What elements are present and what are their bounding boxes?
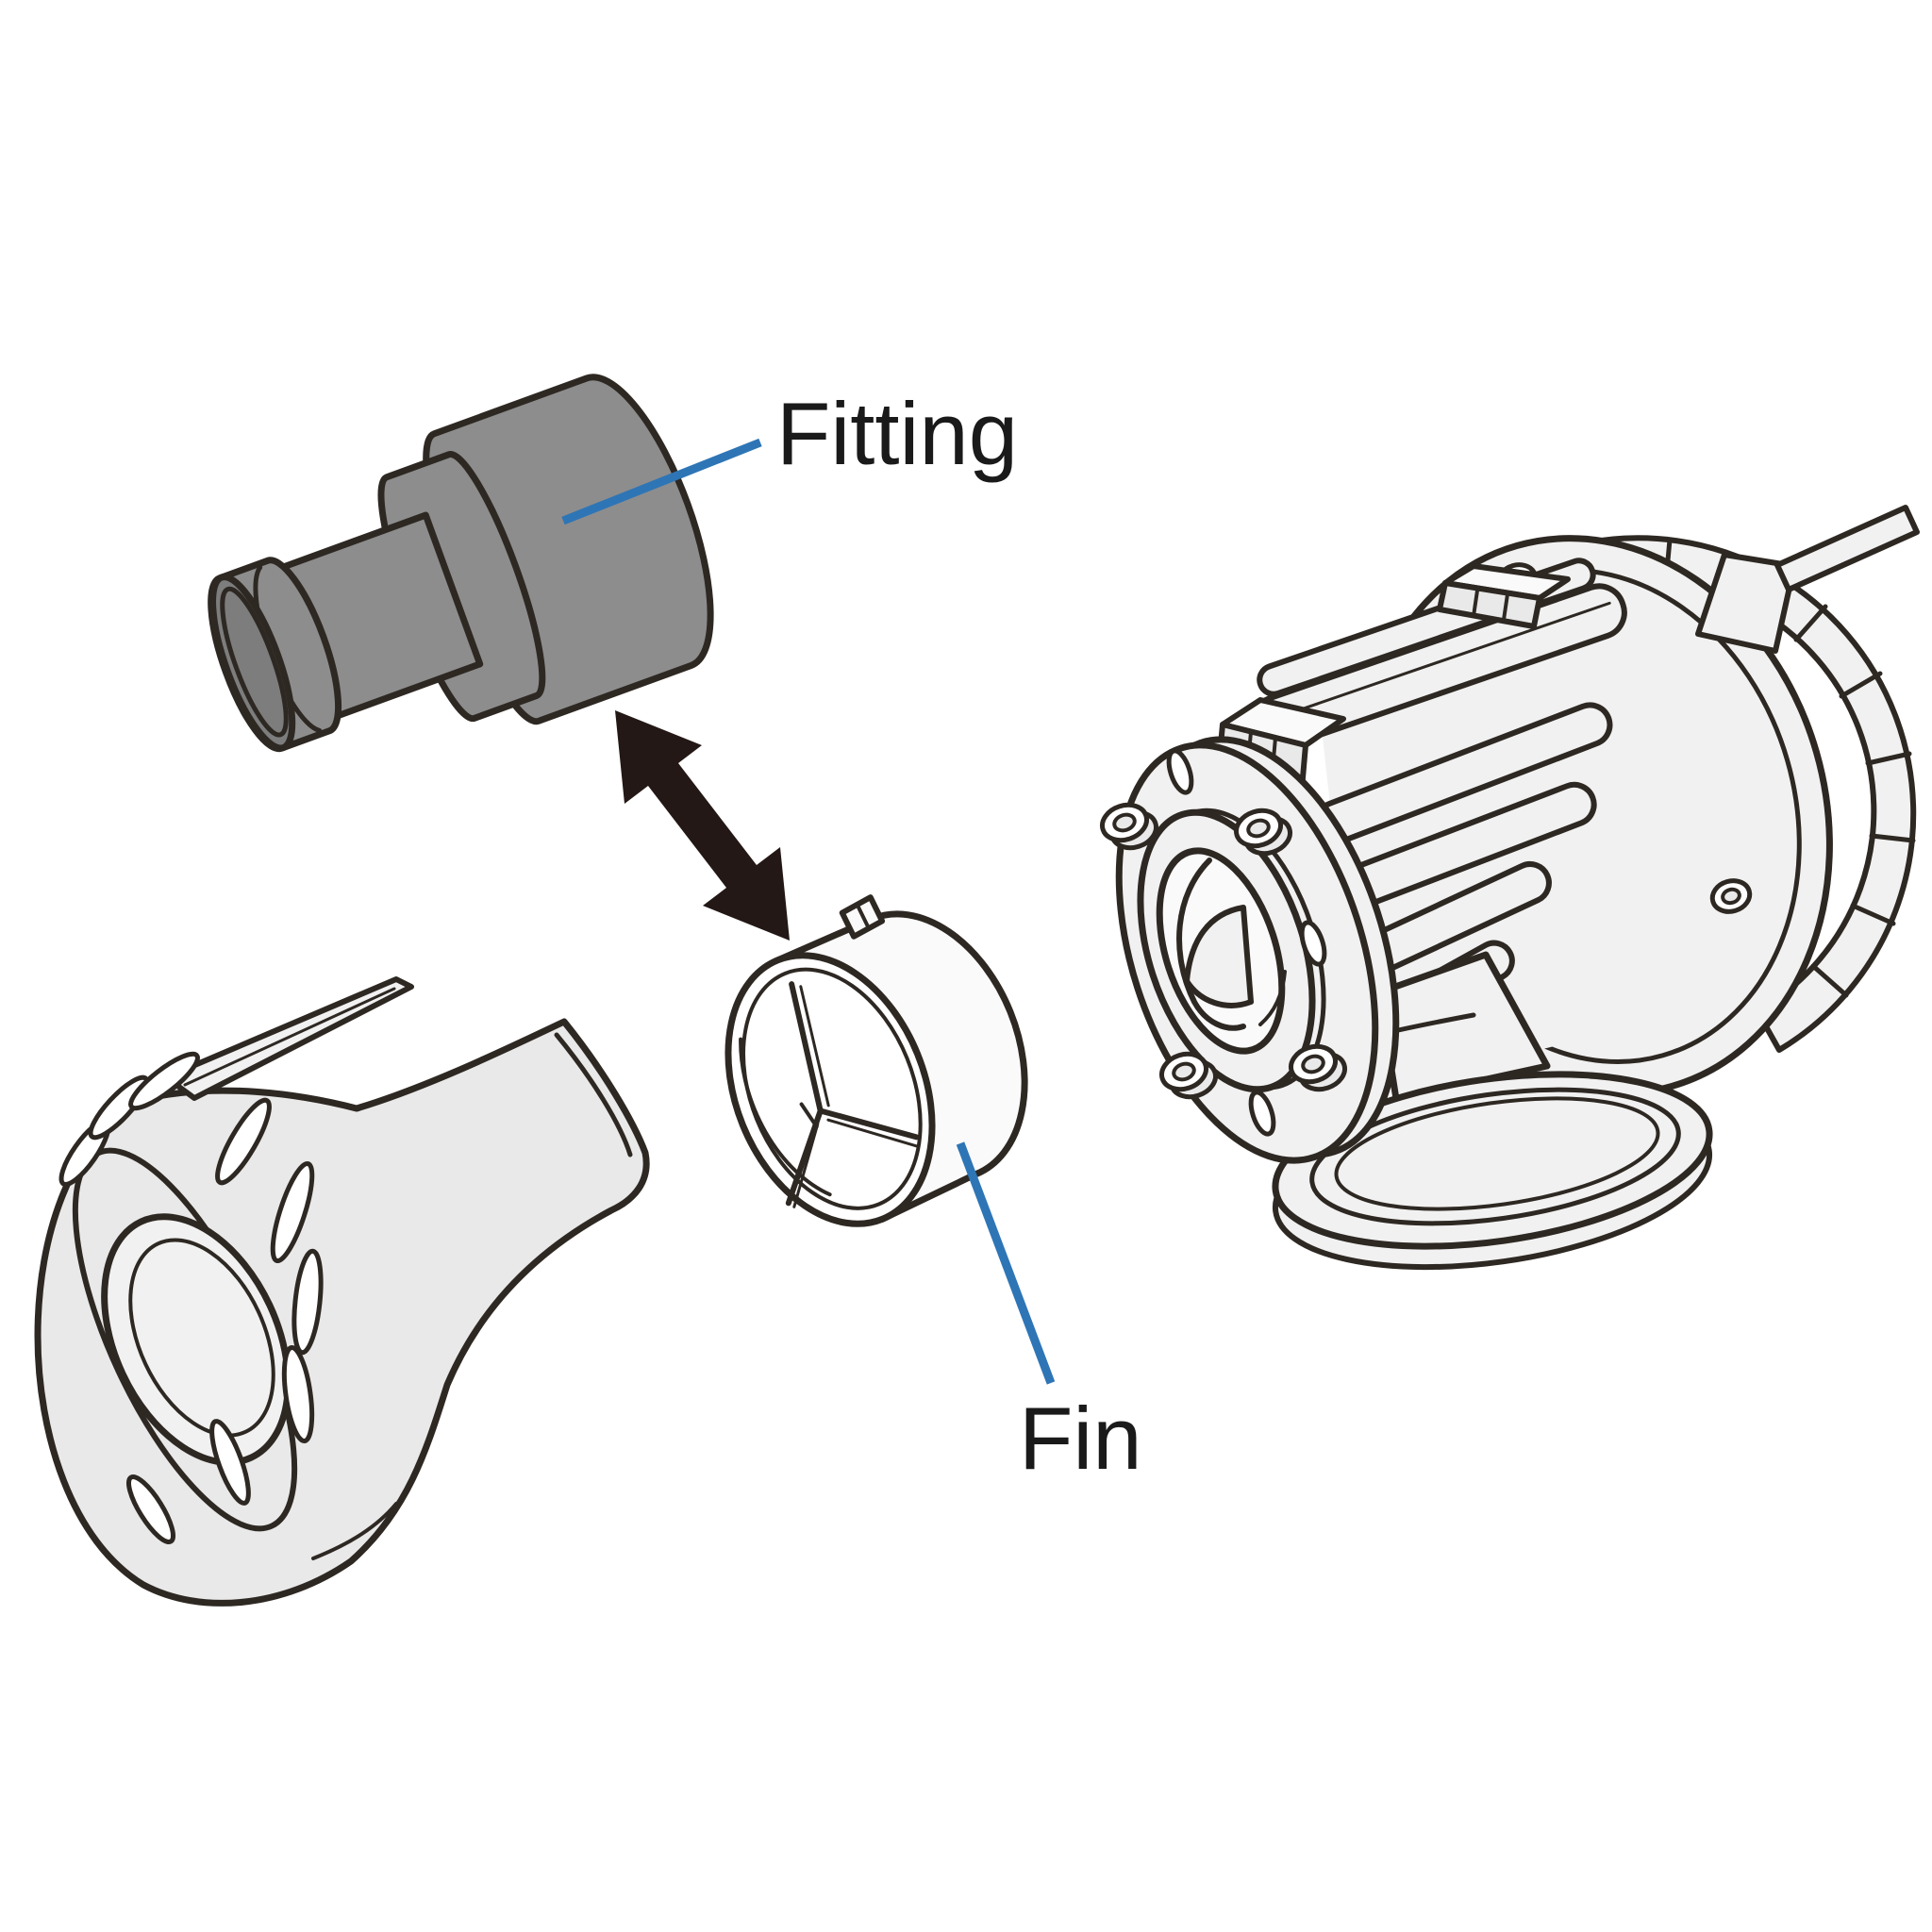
- valve-body-part: [1100, 505, 1920, 1271]
- valve-rod: [1774, 505, 1920, 592]
- fin-part: [724, 894, 1028, 1227]
- fin-leader-line: [956, 1141, 1056, 1385]
- silencer-part: [34, 976, 650, 1607]
- silencer-body: [34, 1018, 650, 1607]
- swap-double-arrow-icon: [615, 710, 790, 941]
- valve-flange-bolts: [1100, 802, 1347, 1100]
- fitting-leader-line: [561, 438, 762, 525]
- fitting-end-face: [209, 574, 296, 752]
- valve-flange-holes: [1166, 748, 1327, 1137]
- silencer-slots: [58, 1051, 324, 1545]
- valve-boss: [1695, 552, 1797, 654]
- fin-label: Fin: [1019, 1389, 1142, 1488]
- valve-outlet-trumpet: [1272, 951, 1713, 1271]
- silencer-opening: [101, 1213, 291, 1466]
- fin-vanes: [785, 981, 920, 1208]
- fitting-part: [208, 374, 714, 753]
- fitting-label: Fitting: [776, 384, 1018, 483]
